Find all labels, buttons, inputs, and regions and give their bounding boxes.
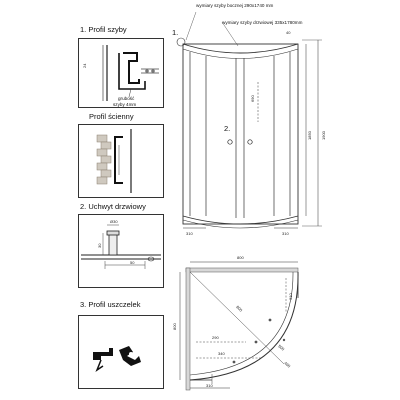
plan-dim-bottom-310: 310 [206,383,213,388]
plan-dim-right-top: 310 [288,293,293,300]
front-marker-2: 2. [224,124,231,133]
profil-scienny-title: Profil ścienny [89,112,134,121]
plan-dim-340: 340 [218,351,225,356]
door-handle-drawing [81,224,161,269]
uchwyt-dim-diameter: Ø30 [110,219,118,224]
uszczelek-title: 3. Profil uszczelek [80,300,141,309]
glass-thickness-label-2: szyby 4mm [113,102,137,107]
front-marker-1: 1. [172,28,179,37]
plan-dim-side: 800 [172,323,177,330]
glass-thickness-label-1: grubość [118,96,135,101]
seal-profile-drawing [93,346,141,372]
profil-scienny-box [78,124,164,198]
door-glass-note: wymiary szyby drzwiowej 335x1780mm [222,20,303,25]
front-dim-bottom-right: 310 [282,231,289,236]
profil-szyby-box [78,38,164,108]
uchwyt-title: 2. Uchwyt drzwiowy [80,202,146,211]
profil-szyby-title: 1. Profil szyby [80,25,127,34]
front-dim-bottom-left: 310 [186,231,193,236]
front-dim-top: 40 [286,30,291,35]
wall-profile-drawing [96,129,132,193]
profil-szyby-drawing [102,45,159,101]
plan-dim-top: 800 [237,255,244,260]
uszczelek-box [78,315,164,389]
side-glass-note: wymiary szyby bocznej 290x1740 mm [196,3,274,8]
uchwyt-box [78,214,164,288]
uchwyt-dim-length: 50 [130,260,135,265]
plan-dim-290: 290 [212,335,219,340]
